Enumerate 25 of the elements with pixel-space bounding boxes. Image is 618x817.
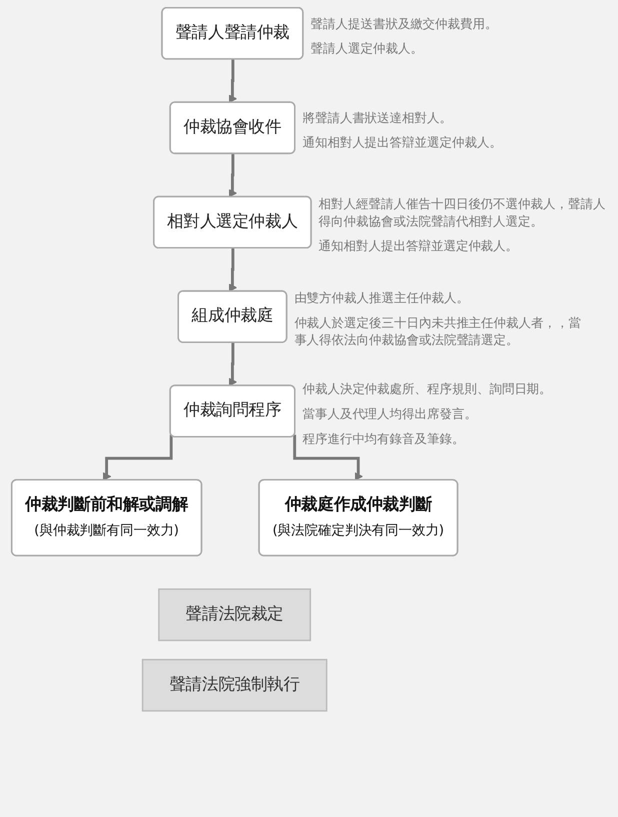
process-box: 聲請人聲請仲裁: [161, 6, 304, 60]
note-text: 聲請人提送書狀及繳交仲裁費用。: [310, 16, 498, 34]
arrow: [228, 59, 238, 103]
arrow: [228, 248, 238, 292]
note-text: 程序進行中均有錄音及筆錄。: [302, 431, 466, 448]
note-text: 通知相對人提出答辯並選定仲裁人。: [318, 238, 520, 256]
arrow: [293, 434, 363, 481]
note-text: 聲請人選定仲裁人。: [310, 40, 424, 58]
note-text: 當事人及代理人均得出席發言。: [302, 406, 478, 424]
note-text: 將聲請人書狀送達相對人。: [302, 110, 453, 128]
note-text: 由雙方仲裁人推選主任仲裁人。: [294, 290, 470, 308]
action-box: 聲請法院裁定: [158, 588, 312, 642]
action-box: 聲請法院強制執行: [142, 658, 328, 712]
arrow: [228, 342, 238, 386]
arrow: [102, 434, 173, 481]
process-box: 仲裁詢問程序: [169, 384, 296, 438]
arrow: [228, 154, 238, 198]
note-text: 通知相對人提出答辯並選定仲裁人。: [302, 135, 503, 153]
process-box: 相對人選定仲裁人: [153, 196, 312, 249]
note-text: 仲裁人決定仲裁處所、程序規則、詢問日期。: [302, 381, 553, 399]
process-box: 仲裁庭作成仲裁判斷 (與法院確定判決有同一效力): [258, 479, 458, 556]
note-text: 相對人經聲請人催告十四日後仍不選仲裁人，聲請人得向仲裁協會或法院聲請代相對人選定。: [318, 196, 606, 231]
process-box: 組成仲裁庭: [178, 290, 288, 343]
note-text: 仲裁人於選定後三十日內未共推主任仲裁人者，，當事人得依法向仲裁協會或法院聲請選定。: [294, 316, 582, 350]
process-box: 仲裁協會收件: [169, 101, 296, 154]
